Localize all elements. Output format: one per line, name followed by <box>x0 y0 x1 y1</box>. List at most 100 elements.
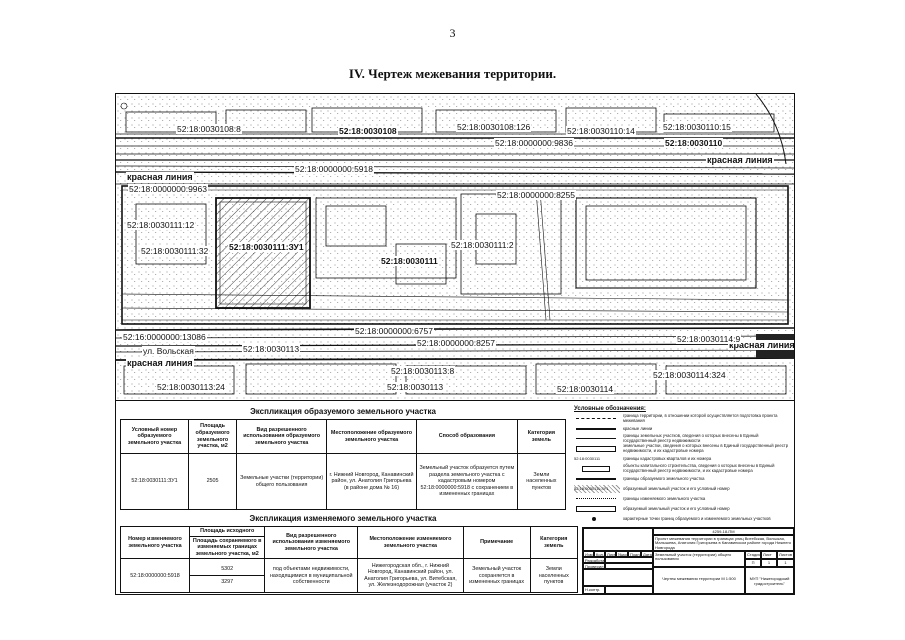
table2-area-kept: 3297 <box>221 579 234 586</box>
parcel-label: 52:18:0000000:9963 <box>128 184 208 194</box>
stamp-row-label: Изм. <box>583 551 594 557</box>
table2-group-header: Площадь исходного <box>188 526 266 537</box>
parcel-label: 52:18:0000000:8255 <box>496 190 576 200</box>
legend-item: границы образуемого земельного участка <box>574 474 792 484</box>
red-line-symbol-icon <box>574 425 620 433</box>
stamp-object: Земельный участок (территории) общего по… <box>653 551 745 567</box>
legend-item: границы земельных участков, сведения о к… <box>574 434 792 444</box>
legend-title: Условные обозначения: <box>574 406 646 412</box>
parcel-boundary-symbol-icon <box>574 435 620 443</box>
table2-cell: 52:18:0000000:5918 <box>120 558 190 594</box>
parcel-label: 52:18:0000000:5918 <box>294 164 374 174</box>
stamp-role: Проверил <box>583 563 605 569</box>
table2-header: Номер изменяемого земельного участка <box>120 525 190 560</box>
parcel-label: 52:18:0030108:8 <box>176 124 242 134</box>
parcel-label: 52:18:0030111:2 <box>450 240 515 250</box>
red-line-label: красная линия <box>126 358 194 368</box>
legend-item: 52:18:0030111 границы кадастровых кварта… <box>574 455 712 461</box>
table2-cell: под объектами недвижимости, находящимися… <box>264 558 359 594</box>
parcel-label: 52:18:0000000:8257 <box>416 338 496 348</box>
table1-cell: г. Нижний Новгород, Канавинский район, у… <box>326 453 417 510</box>
parcel-label: 52:18:0030114 <box>556 384 615 394</box>
legend-item: красные линии <box>574 424 792 434</box>
street-label: ул. Вольская <box>142 346 195 356</box>
changed-parcel-symbol-icon <box>574 505 620 513</box>
table1-header: Вид разрешенного использования образуемо… <box>236 419 328 454</box>
point-symbol-icon <box>574 515 620 523</box>
parcel-label: 52:18:0030113:24 <box>156 382 226 392</box>
table2-header: Категория земель <box>529 525 579 560</box>
table2-cell: Земли населенных пунктов <box>529 558 579 594</box>
table1-cell: 52:18:0030111:ЗУ1 <box>120 453 189 510</box>
legend-item: характерные точки границ образуемого и и… <box>574 514 792 524</box>
stamp-row-label: Дата <box>641 551 653 557</box>
red-line-label: красная линия <box>126 172 194 182</box>
parcel-label: 52:18:0030110:15 <box>662 122 732 132</box>
stamp-sheet: 1 <box>761 559 777 567</box>
quarter-symbol: 52:18:0030111 <box>574 456 601 461</box>
parcel-label: 52:18:0000000:6757 <box>354 326 434 336</box>
table2-area-cell: 5302 3297 <box>188 558 266 594</box>
stamp-sheets-header: Листов <box>777 551 794 559</box>
new-parcel-symbol: 52:18:0030111:ЗУ1 <box>574 485 620 493</box>
red-line-label: красная линия <box>728 340 794 350</box>
parcel-label: 52:18:0030110:14 <box>566 126 636 136</box>
stamp-role: Разработал <box>583 557 605 563</box>
stamp-stage: П <box>745 559 761 567</box>
new-boundary-symbol-icon <box>574 475 620 483</box>
stamp-role: Н.контр. <box>583 586 605 594</box>
stamp-row-label: Подп. <box>628 551 641 557</box>
table1-header: Условный номер образуемого земельного уч… <box>120 419 189 454</box>
quarter-label: 52:18:0030108 <box>338 126 398 136</box>
parcel-label: 52:18:0030113 <box>386 382 445 392</box>
table2-area-original: 5302 <box>189 563 265 577</box>
table1-header: Способ образования <box>415 419 518 454</box>
drawing-sheet: 52:18:0030108:8 52:18:0030108 52:18:0030… <box>115 93 795 595</box>
table2-header: Местоположение изменяемого земельного уч… <box>357 525 464 560</box>
parcel-label: 52:16:0000000:13086 <box>122 332 207 342</box>
page-number: 3 <box>449 26 456 40</box>
stamp-row-label: Лист <box>605 551 616 557</box>
parcel-label: 52:18:0000000:9836 <box>494 138 574 148</box>
table1-header: Категория земель <box>516 419 567 454</box>
parcel-label: 52:18:0030111:32 <box>140 246 210 256</box>
table2-cell: Земельный участок сохраняется в измененн… <box>462 558 531 594</box>
table2-header: Вид разрешенного использования изменяемо… <box>264 525 359 560</box>
quarter-label: 52:18:0030111 <box>380 256 439 266</box>
stamp-org: МУП "Нижегородский градостроитель" <box>745 567 794 594</box>
table2-cell: Нижегородская обл., г. Нижний Новгород, … <box>357 558 464 594</box>
legend: Условные обозначения: граница территории… <box>574 406 792 524</box>
parcel-label: 52:18:0030113:8 <box>390 366 456 376</box>
changed-parcel-table: Номер изменяемого земельного участка Пло… <box>120 525 579 594</box>
parcel-number-symbol-icon <box>574 445 620 453</box>
stamp-sheet-header: Лист <box>761 551 777 559</box>
stamp-sheets: 1 <box>777 559 794 567</box>
table2-header: Площадь сохраняемого в изменяемых границ… <box>188 535 266 560</box>
parcel-label: 52:18:0030113 <box>242 344 301 354</box>
legend-item: граница территории, в отношении которой … <box>574 414 792 424</box>
legend-item: образуемый земельный участок и его услов… <box>574 504 792 514</box>
page-heading: IV. Чертеж межевания территории. <box>348 66 557 81</box>
stamp-sheet-title: Чертеж межевания территории М 1:500 <box>653 567 745 594</box>
boundary-symbol-icon <box>574 415 620 423</box>
stamp-row-label: №док. <box>616 551 628 557</box>
legend-item: объекты капитального строительства, свед… <box>574 464 792 474</box>
formed-parcel-table: Условный номер образуемого земельного уч… <box>120 419 567 510</box>
legend-item: земельные участки, сведения о которых вн… <box>574 444 792 454</box>
stamp-code: 4259-18-ПМ <box>653 528 794 535</box>
table1-header: Местоположение образуемого земельного уч… <box>326 419 417 454</box>
parcel-label: 52:18:0030108:126 <box>456 122 532 132</box>
table1-cell: 2505 <box>187 453 238 510</box>
table1-title: Экспликация образуемого земельного участ… <box>250 407 436 416</box>
table1-cell: Земельные участки (территории) общего по… <box>236 453 328 510</box>
legend-item: 52:18:0030111:ЗУ1 образуемый земельный у… <box>574 485 730 493</box>
parcel-label: 52:18:0030111:12 <box>126 220 196 230</box>
title-block: 4259-18-ПМ Проект межевания территории в… <box>582 527 794 594</box>
table1-header: Площадь образуемого земельного участка, … <box>187 419 238 454</box>
quarter-label: 52:18:0030110 <box>664 138 724 148</box>
parcel-label: 52:18:0030114:324 <box>652 370 727 380</box>
cadastral-map: 52:18:0030108:8 52:18:0030108 52:18:0030… <box>116 94 794 401</box>
building-symbol-icon <box>574 465 620 473</box>
table2-header: Примечание <box>462 525 531 560</box>
parcel-label: 52:18:0030114:9 <box>676 334 742 344</box>
